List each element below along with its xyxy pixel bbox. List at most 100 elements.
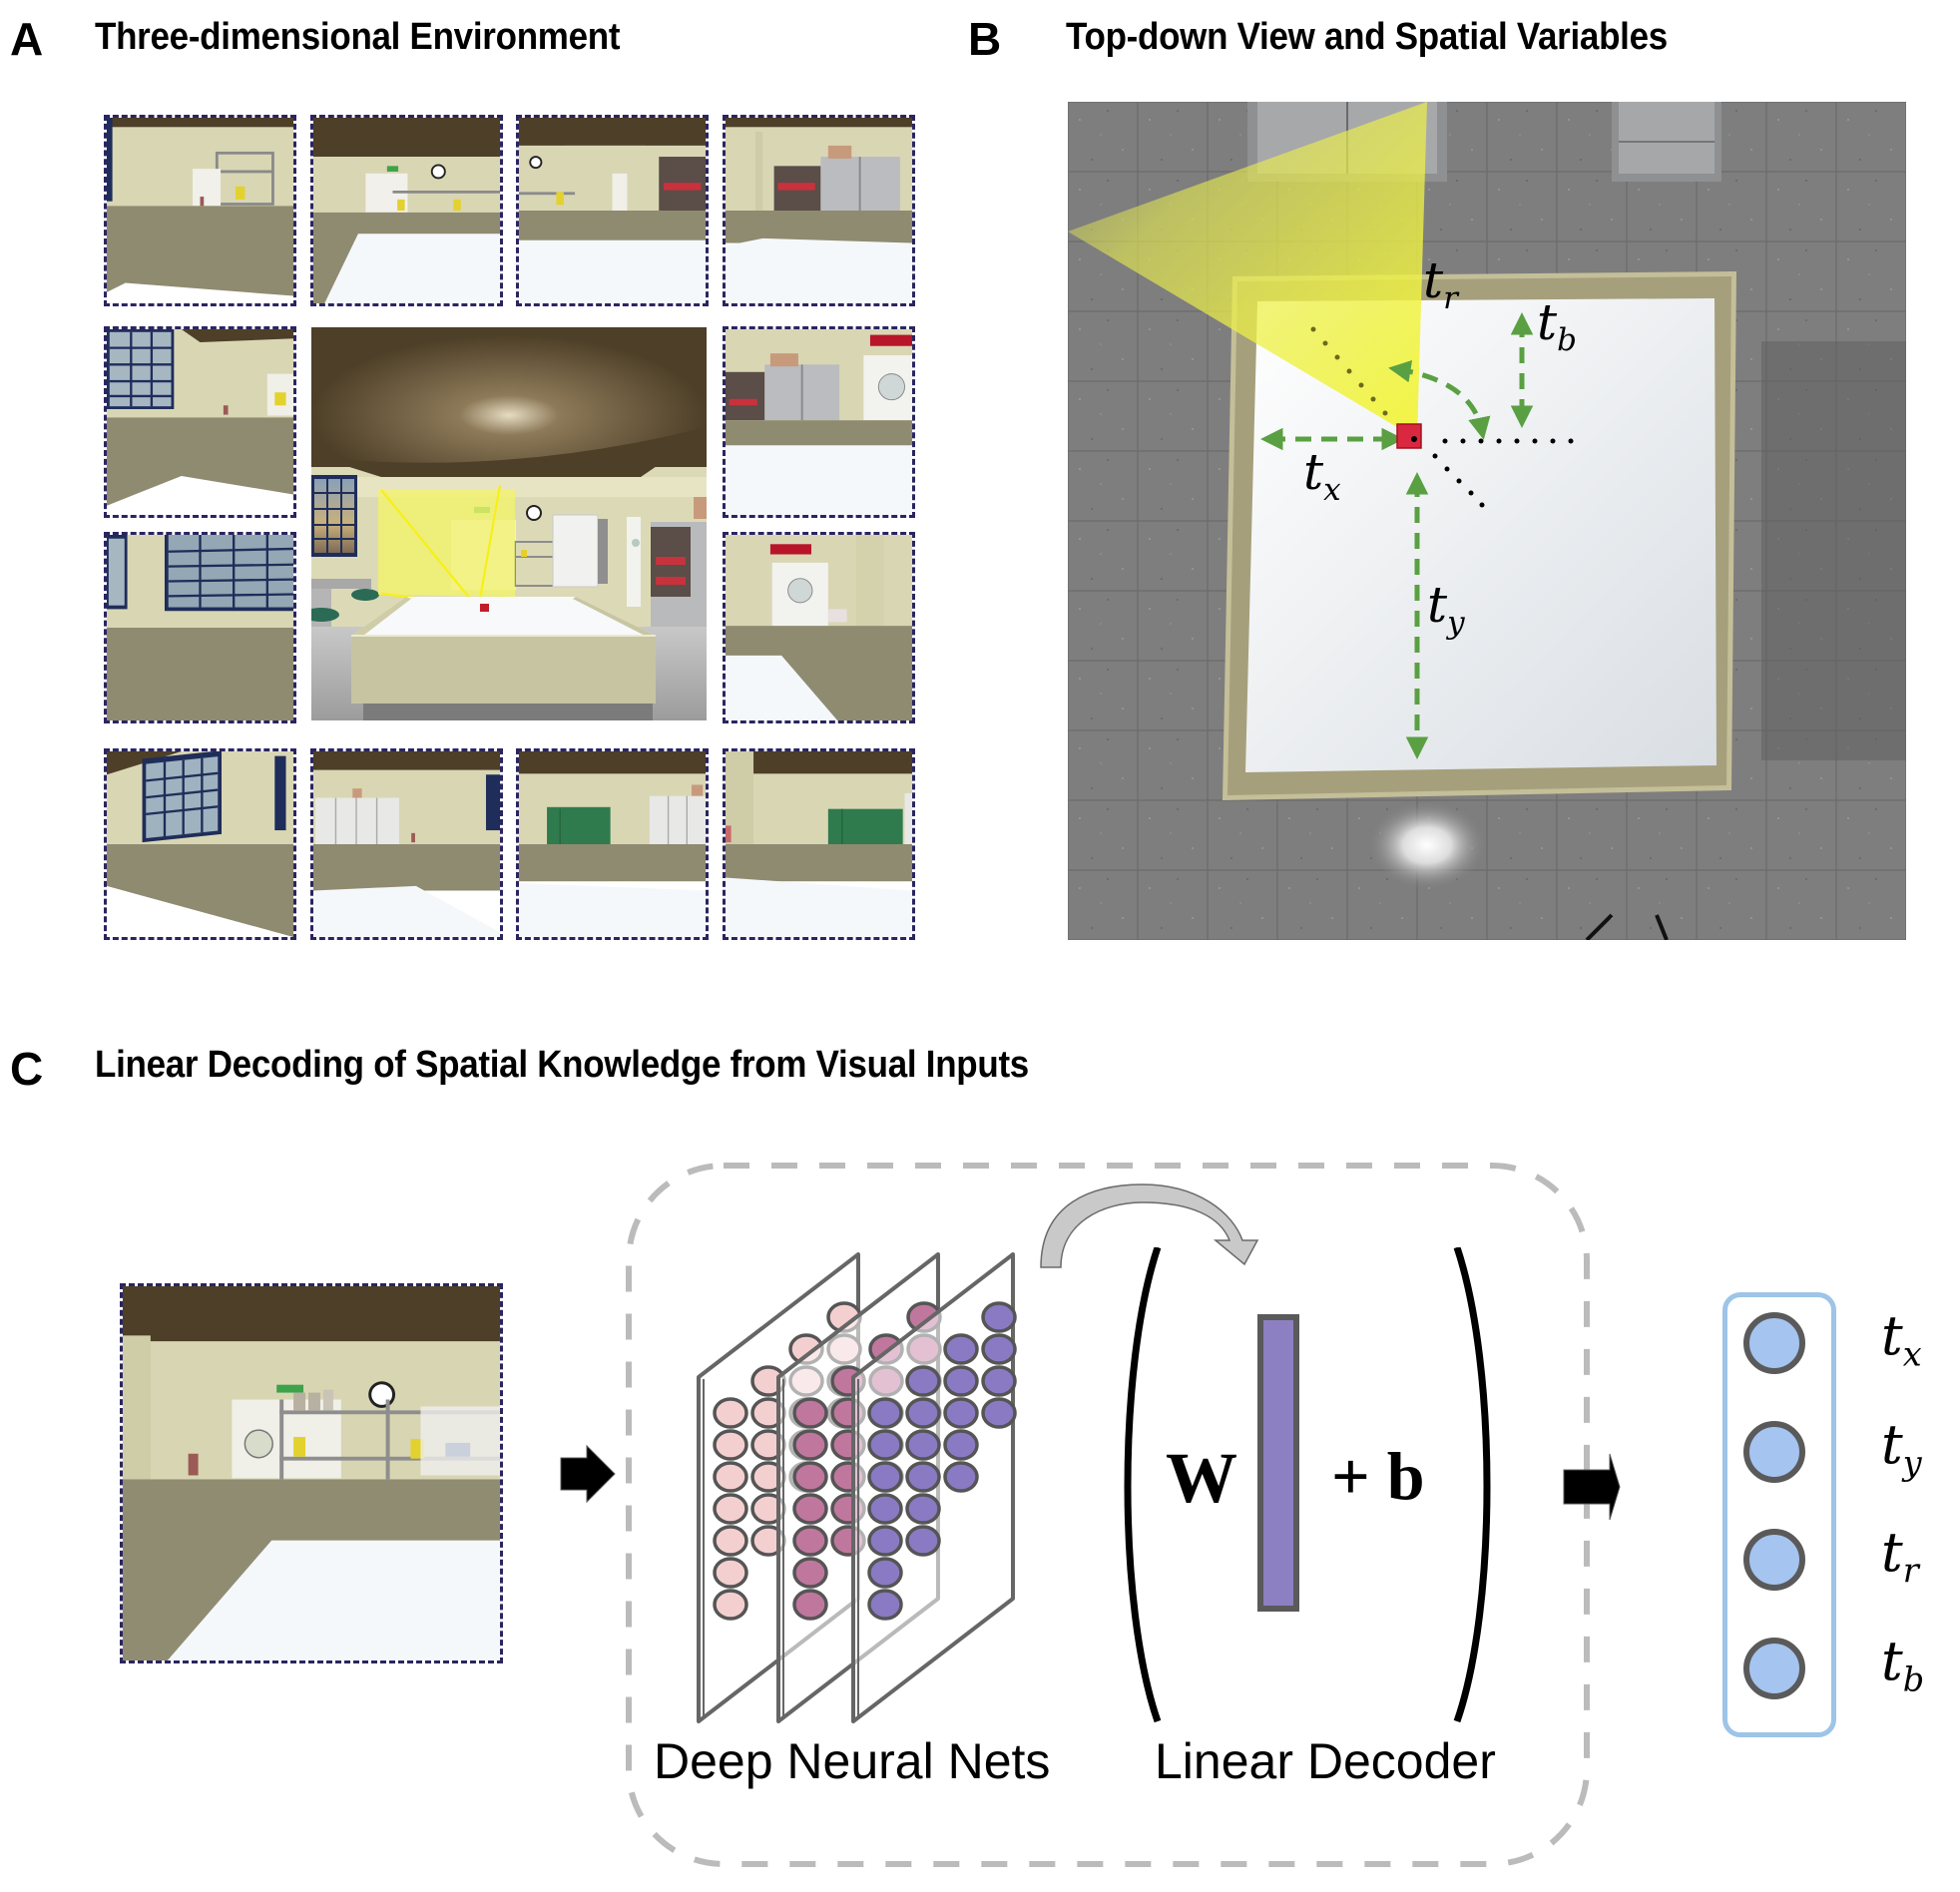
center-render: [311, 327, 707, 720]
curved-arrow-icon: [1040, 1183, 1259, 1268]
neuron-node: [792, 1429, 828, 1461]
linear-decoder-diagram: [1124, 1247, 1491, 1723]
neuron-node: [905, 1397, 941, 1429]
label-tx: tx: [1303, 443, 1341, 508]
right-paren: [1453, 1247, 1491, 1723]
arrow-right-icon: [560, 1444, 616, 1504]
output-node-y: [1743, 1421, 1805, 1483]
thumbnail-scene: [726, 535, 912, 720]
neuron-node: [943, 1461, 979, 1493]
neuron-node: [943, 1429, 979, 1461]
neuron-node: [943, 1333, 979, 1365]
panel-c-letter: C: [10, 1043, 44, 1095]
neuron-node: [867, 1397, 903, 1429]
panel-a-title: Three-dimensional Environment: [95, 16, 621, 58]
bias-symbol: + b: [1331, 1438, 1425, 1514]
output-label-x: tx: [1881, 1304, 1922, 1374]
thumbnail-scene: [313, 751, 500, 937]
thumbnail-green-lockers: [516, 748, 709, 940]
arrow-right-icon: [1563, 1453, 1621, 1521]
clock-icon: [368, 1381, 396, 1408]
output-node-r: [1743, 1529, 1805, 1591]
thumbnail-window-corner: [104, 326, 296, 518]
thumbnail-left-corner-shelves: [104, 115, 296, 306]
label-ty: ty: [1427, 576, 1465, 641]
input-image-scene: [123, 1286, 500, 1660]
input-image: [120, 1283, 503, 1663]
thumbnail-restricted-area-door: [723, 532, 915, 723]
top-down-view: tr tb tx ty: [1068, 102, 1906, 940]
neuron-node: [867, 1557, 903, 1589]
fov-frustum: [378, 489, 515, 597]
spatial-arrows: [1260, 312, 1534, 759]
neuron-node: [943, 1365, 979, 1397]
center-render-scene: [311, 327, 707, 720]
thumbnail-scene: [107, 329, 293, 515]
thumbnail-scene: [107, 118, 293, 303]
agent-cube: [1396, 423, 1422, 449]
weight-bar: [1257, 1314, 1299, 1612]
output-label-b: tb: [1881, 1630, 1925, 1699]
top-down-scene: [1068, 102, 1906, 940]
thumbnail-door-exit-sign-clock: [310, 115, 503, 306]
thumbnail-scene: [519, 118, 706, 303]
thumbnail-scene: [107, 751, 293, 937]
heading-dots: [1310, 326, 1388, 416]
thumbnail-scene: [519, 751, 706, 937]
neuron-node: [905, 1429, 941, 1461]
thumbnail-white-cabinets: [310, 748, 503, 940]
neuron-node: [867, 1461, 903, 1493]
weight-symbol: W: [1166, 1438, 1237, 1518]
reference-dots: [1432, 438, 1574, 508]
neuron-node: [713, 1557, 748, 1589]
neuron-node: [905, 1365, 941, 1397]
neuron-node: [792, 1557, 828, 1589]
neuron-node: [867, 1493, 903, 1525]
thumbnail-large-window: [104, 532, 296, 723]
deep-neural-net-diagram: [697, 1252, 1017, 1723]
neuron-node: [713, 1589, 748, 1621]
output-node-b: [1743, 1638, 1805, 1699]
neuron-node: [905, 1461, 941, 1493]
dnn-caption: Deep Neural Nets: [654, 1733, 1051, 1789]
thumbnail-scene: [726, 329, 912, 515]
output-label-y: ty: [1881, 1413, 1922, 1483]
neuron-node: [867, 1429, 903, 1461]
neuron-node: [981, 1365, 1017, 1397]
thumbnail-window-angle: [104, 748, 296, 940]
neuron-node: [713, 1461, 748, 1493]
tr-arrow: [1388, 360, 1491, 440]
neuron-node: [713, 1493, 748, 1525]
thumbnail-scene: [726, 118, 912, 303]
thumbnail-grey-cabinets: [723, 115, 915, 306]
model-container: [626, 1163, 1590, 1867]
panel-b-letter: B: [968, 13, 1002, 65]
agent-marker: [480, 604, 489, 612]
neuron-node: [981, 1333, 1017, 1365]
neuron-node: [905, 1493, 941, 1525]
label-tr: tr: [1423, 251, 1458, 316]
panel-a-letter: A: [10, 13, 44, 65]
neuron-node: [792, 1397, 828, 1429]
thumbnail-scene: [107, 535, 293, 720]
thumbnail-green-lockers-corner: [723, 748, 915, 940]
thumbnail-scene: [313, 118, 500, 303]
decoder-caption: Linear Decoder: [1155, 1733, 1496, 1789]
output-node-x: [1743, 1312, 1805, 1374]
thumbnail-cabinet-restricted-door: [723, 326, 915, 518]
neuron-node: [981, 1397, 1017, 1429]
left-paren: [1124, 1247, 1162, 1723]
neuron-node: [792, 1525, 828, 1557]
neuron-node: [713, 1397, 748, 1429]
neuron-node: [792, 1461, 828, 1493]
neuron-node: [943, 1397, 979, 1429]
neuron-node: [867, 1589, 903, 1621]
neuron-node: [867, 1525, 903, 1557]
thumbnail-shelves-door-cabinet: [516, 115, 709, 306]
panel-b-title: Top-down View and Spatial Variables: [1066, 16, 1668, 58]
output-vector: [1722, 1292, 1836, 1737]
thumbnail-scene: [726, 751, 912, 937]
neuron-node: [713, 1525, 748, 1557]
panel-c-title: Linear Decoding of Spatial Knowledge fro…: [95, 1044, 1029, 1086]
neuron-node: [792, 1589, 828, 1621]
